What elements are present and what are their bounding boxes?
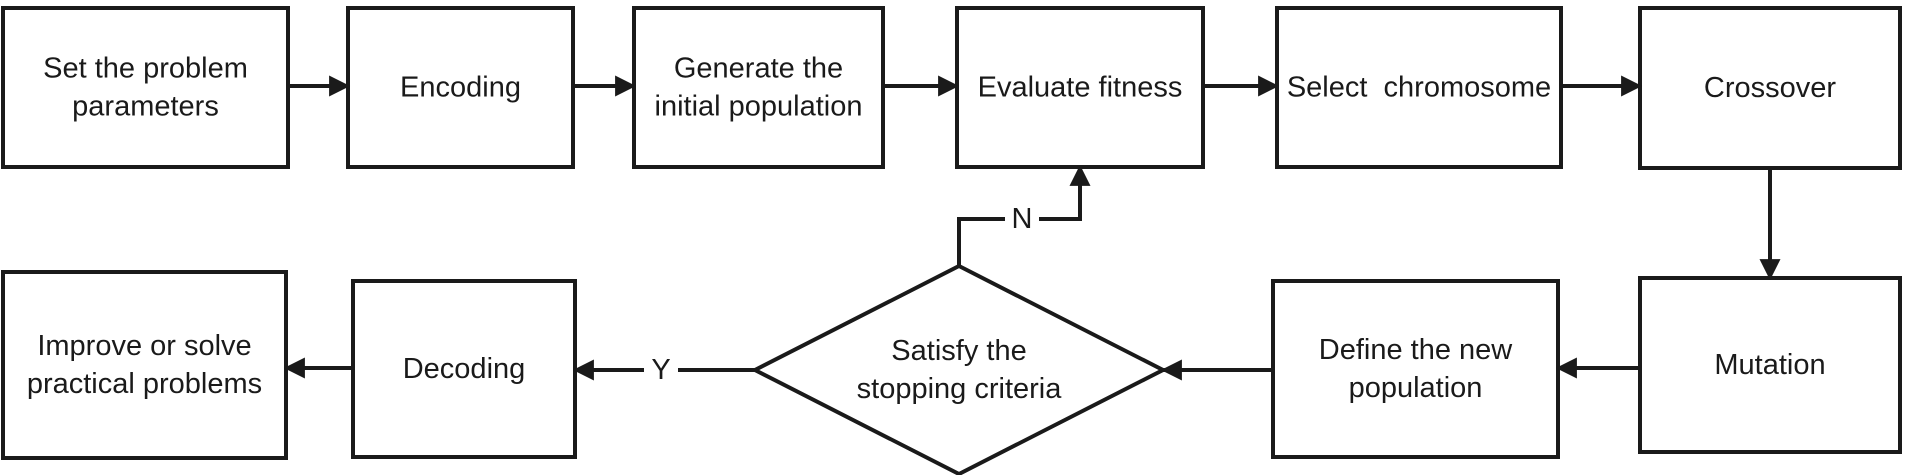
encoding-box-shape xyxy=(346,6,575,169)
evaluate-fitness-box-shape xyxy=(955,6,1205,169)
connector-label-stopping-criteria-yes-to-decoding: Y xyxy=(651,354,670,386)
connector-label-stopping-criteria-no-to-evaluate: N xyxy=(1012,203,1033,235)
node-encoding: Encoding xyxy=(346,6,575,169)
node-label-evaluate-fitness: Evaluate fitness xyxy=(978,72,1183,104)
node-evaluate-fitness: Evaluate fitness xyxy=(955,6,1205,169)
connector-labels-layer: NY xyxy=(644,203,1039,386)
connector-label-bg-stopping-criteria-yes-to-decoding xyxy=(644,355,678,385)
mutation-box-shape xyxy=(1638,276,1902,454)
set-problem-parameters-box-shape xyxy=(1,6,290,169)
connector-label-bg-stopping-criteria-no-to-evaluate xyxy=(1005,204,1039,234)
node-label-select-chromosome: Select chromosome xyxy=(1287,72,1551,104)
node-select-chromosome: Select chromosome xyxy=(1275,6,1563,169)
crossover-box-shape xyxy=(1638,6,1902,170)
node-label-mutation: Mutation xyxy=(1714,349,1825,381)
define-new-population-box-shape xyxy=(1271,279,1560,459)
decoding-box-shape xyxy=(351,279,577,459)
node-mutation: Mutation xyxy=(1638,276,1902,454)
satisfy-stopping-criteria-diamond-shape xyxy=(750,263,1168,475)
node-label-decoding: Decoding xyxy=(403,353,526,385)
node-decoding: Decoding xyxy=(351,279,577,459)
node-crossover: Crossover xyxy=(1638,6,1902,170)
node-label-encoding: Encoding xyxy=(400,72,521,104)
select-chromosome-box-shape xyxy=(1275,6,1563,169)
generate-initial-population-box-shape xyxy=(632,6,885,169)
improve-solve-practical-problems-box-shape xyxy=(1,270,288,460)
node-label-crossover: Crossover xyxy=(1704,72,1836,104)
